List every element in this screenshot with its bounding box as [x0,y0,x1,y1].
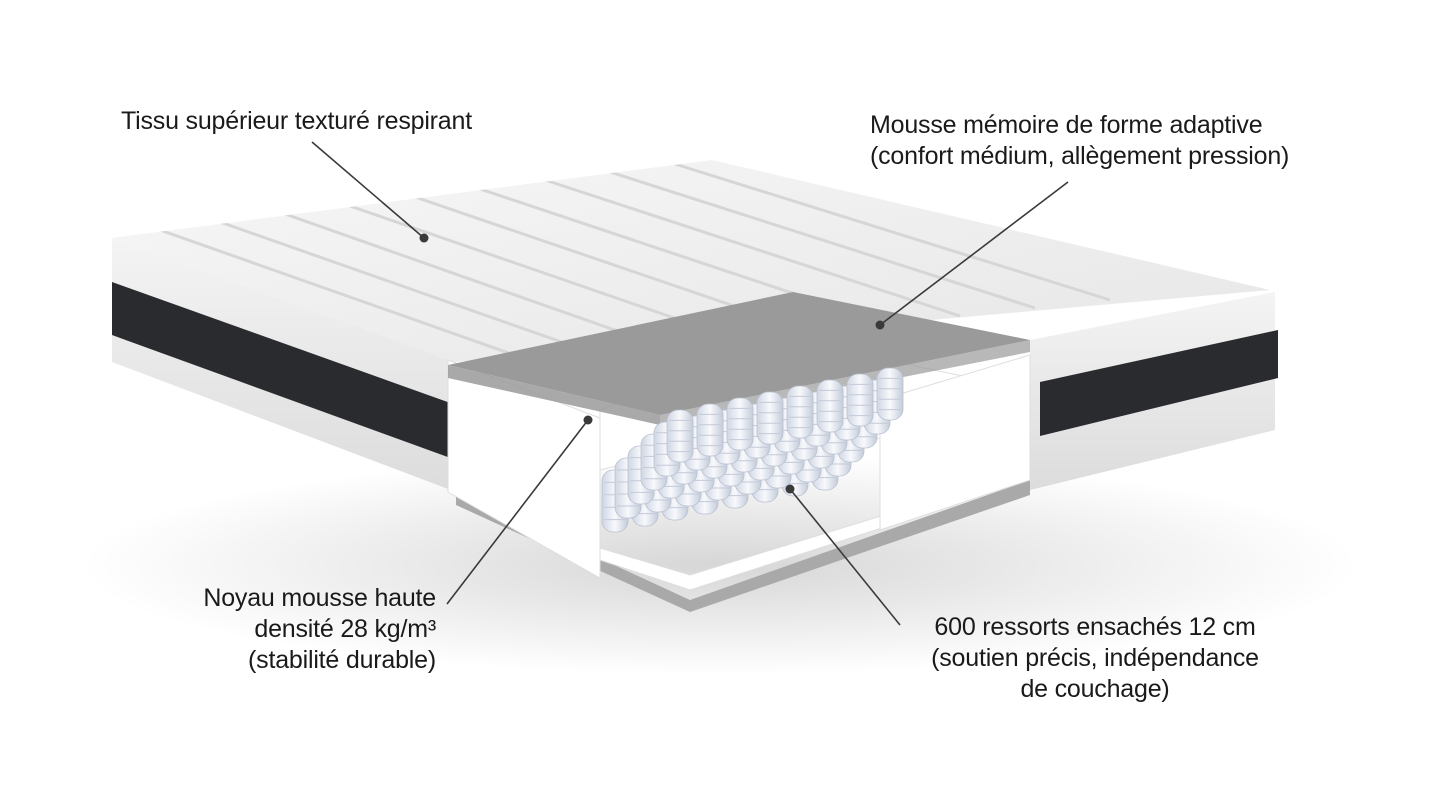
memory-foam-layer [448,292,1030,425]
label-core-foam-line-2: densité 28 kg/m³ [254,615,436,643]
pocket-springs [601,367,904,533]
label-core-foam-line-3: (stabilité durable) [248,646,436,674]
label-springs-line-3: de couchage) [1020,675,1170,703]
pocket-spring [696,403,724,457]
pocket-spring [786,385,814,439]
leader-line-springs [789,488,901,626]
leader-dot-memory-foam [875,320,885,330]
label-springs-line-2: (soutien précis, indépendance [931,644,1259,672]
leader-dot-core-foam [583,415,593,425]
label-top-fabric-line: Tissu supérieur texturé respirant [121,107,472,135]
leader-line-core-foam [446,419,589,605]
leader-line-top-fabric [311,141,425,239]
label-memory-foam: Mousse mémoire de forme adaptive (confor… [870,110,1289,172]
label-top-fabric: Tissu supérieur texturé respirant [121,106,472,137]
pocket-spring [726,397,754,451]
label-memory-foam-line-1: Mousse mémoire de forme adaptive [870,111,1263,139]
label-core-foam-line-1: Noyau mousse haute [203,584,436,612]
pocket-spring [756,391,784,445]
label-springs-line-1: 600 ressorts ensachés 12 cm [934,613,1256,641]
pocket-spring [876,367,904,421]
mattress-left-side [112,238,456,492]
leader-dot-springs [785,484,795,494]
pocket-spring [666,409,694,463]
mattress-side-band-right [1040,330,1278,436]
mattress-right-side [1030,292,1278,490]
pocket-spring [846,373,874,427]
floor-shadow [80,455,1360,675]
leader-dot-top-fabric [419,233,429,243]
label-core-foam: Noyau mousse haute densité 28 kg/m³ (sta… [120,583,436,676]
leader-line-memory-foam [879,181,1069,326]
label-springs: 600 ressorts ensachés 12 cm (soutien pré… [900,612,1290,705]
mattress-side-band [112,282,456,460]
pocket-spring [816,379,844,433]
label-memory-foam-line-2: (confort médium, allègement pression) [870,142,1290,170]
